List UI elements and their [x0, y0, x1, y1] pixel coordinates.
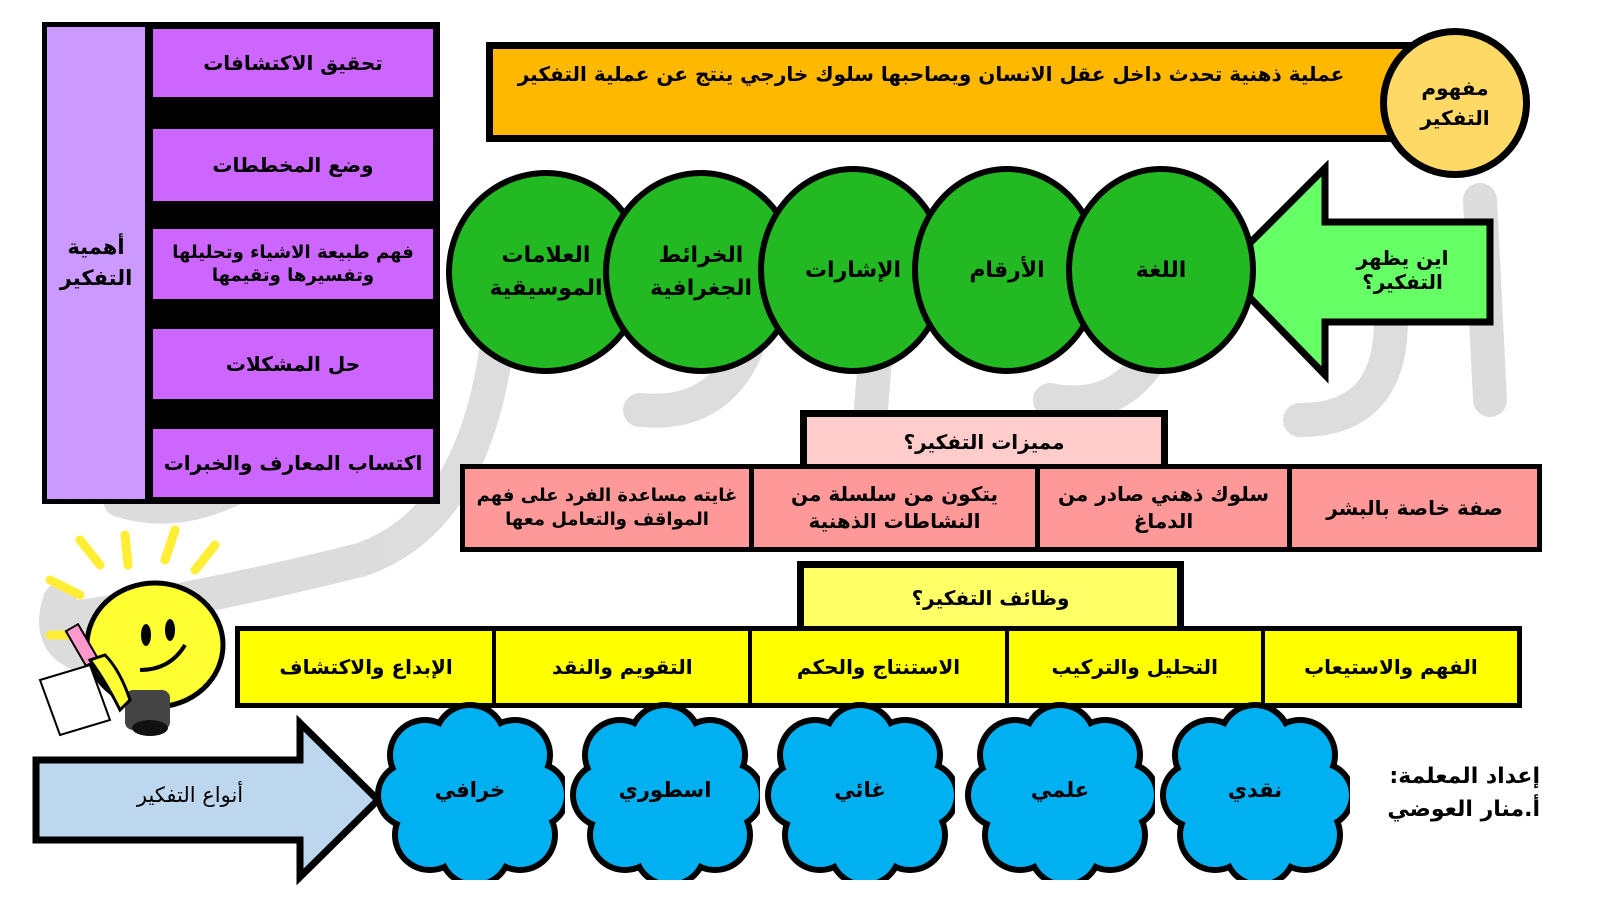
function-cell: التحليل والتركيب [1004, 631, 1261, 703]
feature-cell: سلوك ذهني صادر من الدماغ [1035, 469, 1287, 547]
type-cloud: خرافي [375, 700, 570, 888]
type-label: اسطوري [618, 778, 712, 802]
function-cell: التقويم والنقد [492, 631, 749, 703]
function-cell: الإبداع والاكتشاف [239, 631, 493, 703]
cloud-shape [965, 702, 1160, 888]
appearance-label: العلامات الموسيقية [489, 243, 603, 301]
cloud-shape [375, 702, 570, 888]
left-arrow-shape [1218, 160, 1494, 384]
importance-item: تحقيق الاكتشافات [146, 22, 440, 104]
author-name: أ.منار العوضي [1387, 797, 1540, 822]
functions-title: وظائف التفكير؟ [797, 561, 1184, 627]
type-label: غائي [834, 778, 886, 802]
feature-cell: صفة خاصة بالبشر [1287, 469, 1537, 547]
features-row: صفة خاصة بالبشر سلوك ذهني صادر من الدماغ… [460, 464, 1542, 552]
author-block: إعداد المعلمة: أ.منار العوضي [1355, 760, 1540, 826]
right-arrow-shape [32, 715, 383, 885]
appearance-circle: اللغة [1066, 166, 1256, 374]
function-cell: الاستنتاج والحكم [748, 631, 1005, 703]
feature-cell: يتكون من سلسلة من النشاطات الذهنية [749, 469, 1035, 547]
appearance-circle: العلامات الموسيقية [446, 170, 646, 374]
type-label: خرافي [434, 778, 506, 802]
type-label: نقدي [1227, 778, 1283, 802]
appearance-label: الإشارات [804, 257, 902, 283]
cloud-shape [570, 702, 765, 888]
feature-cell: غايته مساعدة الفرد على فهم المواقف والتع… [465, 469, 749, 547]
functions-row: الفهم والاستيعاب التحليل والتركيب الاستن… [235, 626, 1522, 708]
type-label: علمي [1030, 778, 1090, 802]
concept-definition: عملية ذهنية تحدث داخل عقل الانسان ويصاحب… [486, 42, 1426, 142]
concept-label: مفهوم التفكير [1380, 28, 1530, 178]
author-label: إعداد المعلمة: [1389, 764, 1540, 789]
appearance-question: اين يظهر التفكير؟ [1356, 246, 1449, 294]
type-cloud: علمي [965, 700, 1160, 888]
appearance-label: الخرائط الجغرافية [649, 243, 753, 301]
importance-item: حل المشكلات [146, 322, 440, 406]
function-cell: الفهم والاستيعاب [1260, 631, 1517, 703]
type-cloud: نقدي [1160, 700, 1355, 888]
features-title: مميزات التفكير؟ [800, 410, 1168, 466]
cloud-shape [765, 702, 960, 888]
type-cloud: اسطوري [570, 700, 765, 888]
importance-title: أهمية التفكير [47, 27, 145, 499]
lightbulb-character-icon [38, 525, 226, 737]
types-title: أنواع التفكير [136, 783, 244, 807]
importance-item: اكتساب المعارف والخبرات [146, 422, 440, 504]
cloud-shape [1160, 702, 1355, 888]
appearance-label: اللغة [1135, 257, 1187, 283]
importance-item: وضع المخططات [146, 122, 440, 208]
importance-item: فهم طبيعة الاشياء وتحليلها وتفسيرها وتقي… [146, 222, 440, 306]
type-cloud: غائي [765, 700, 960, 888]
appearance-label: الأرقام [969, 257, 1045, 283]
